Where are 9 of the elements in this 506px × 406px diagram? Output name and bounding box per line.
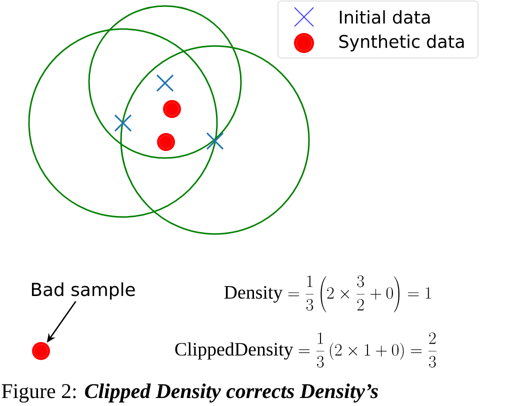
legend-label: Initial data bbox=[340, 10, 430, 24]
formula: $\mathrm{Density} = \frac{1}{3}\left(2\times\frac{3}{2}+0\right) = 1$ bbox=[224, 276, 431, 312]
formula: $\mathrm{ClippedDensity} = \frac{1}{3}\,(2\times 1+0) = \frac{2}{3}$ bbox=[175, 332, 436, 368]
node-label: Bad sample bbox=[32, 282, 135, 300]
dot-marker bbox=[157, 133, 175, 151]
caption: Figure 2: Clipped Density corrects Density’s bbox=[2, 384, 378, 403]
dot-marker bbox=[163, 100, 181, 118]
legend-label: Synthetic data bbox=[339, 34, 464, 52]
dot-marker bbox=[32, 342, 50, 360]
